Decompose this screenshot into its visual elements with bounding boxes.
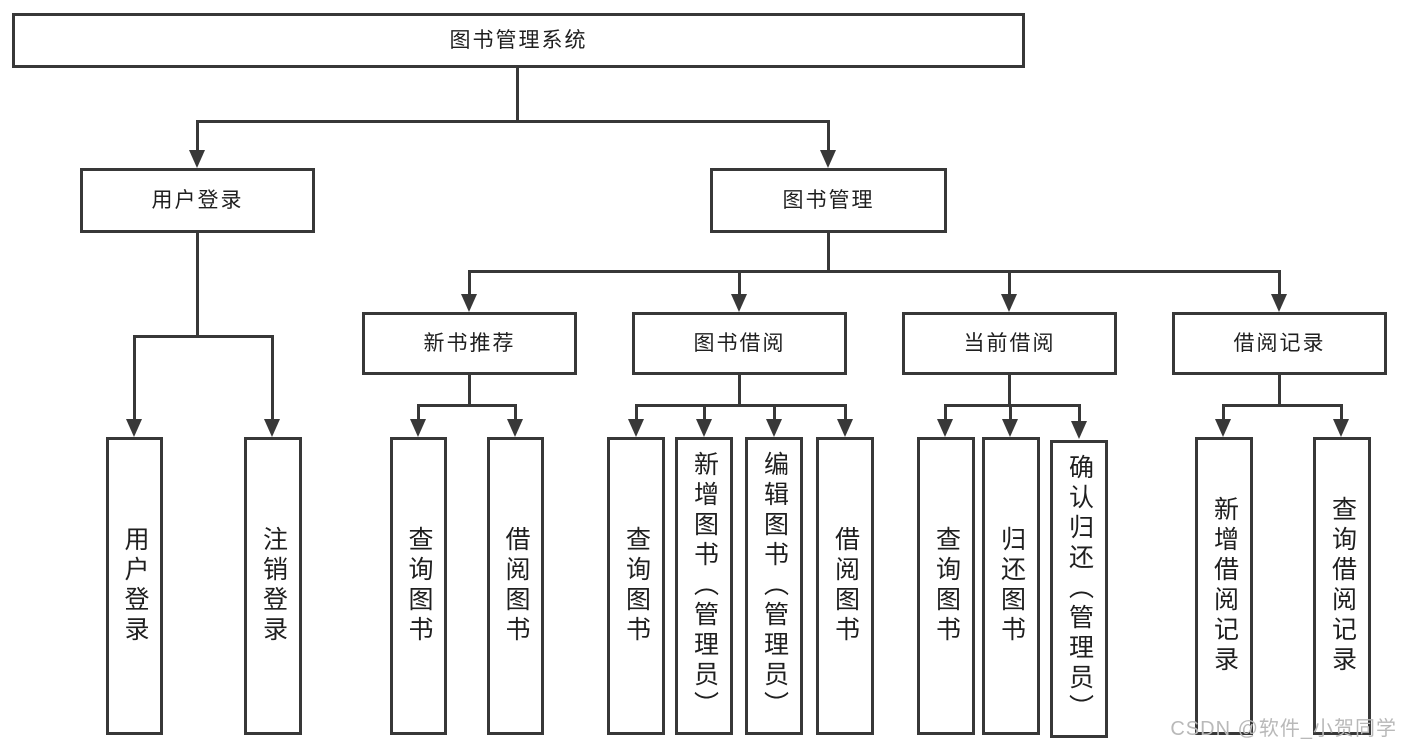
arrow-down-icon	[696, 419, 712, 437]
connector-line	[1278, 270, 1281, 296]
connector-line	[738, 375, 741, 407]
arrow-down-icon	[766, 419, 782, 437]
arrow-down-icon	[1001, 294, 1017, 312]
node-user-login: 用户登录	[80, 168, 315, 233]
arrow-down-icon	[126, 419, 142, 437]
arrow-down-icon	[461, 294, 477, 312]
connector-line	[1340, 404, 1343, 421]
arrow-down-icon	[628, 419, 644, 437]
connector-line	[468, 375, 471, 407]
node-borrowing-records: 借阅记录	[1172, 312, 1387, 375]
connector-line	[944, 404, 947, 421]
leaf-edit-book-admin: 编辑图书（管理员）	[745, 437, 803, 735]
arrow-down-icon	[1271, 294, 1287, 312]
node-library-management-system: 图书管理系统	[12, 13, 1025, 68]
leaf-add-book-admin: 新增图书（管理员）	[675, 437, 733, 735]
connector-line	[827, 233, 830, 273]
arrow-down-icon	[507, 419, 523, 437]
connector-line	[1009, 404, 1012, 421]
connector-line	[635, 404, 638, 421]
arrow-down-icon	[1333, 419, 1349, 437]
node-current-borrowing: 当前借阅	[902, 312, 1117, 375]
connector-line	[468, 270, 1281, 273]
leaf-query-books-recommendation: 查询图书	[390, 437, 447, 735]
connector-line	[738, 270, 741, 296]
node-new-book-recommendation: 新书推荐	[362, 312, 577, 375]
connector-line	[196, 120, 199, 152]
arrow-down-icon	[1071, 421, 1087, 439]
node-book-borrowing: 图书借阅	[632, 312, 847, 375]
arrow-down-icon	[264, 419, 280, 437]
connector-line	[1278, 375, 1281, 407]
arrow-down-icon	[189, 150, 205, 168]
connector-line	[133, 335, 136, 421]
arrow-down-icon	[820, 150, 836, 168]
connector-line	[844, 404, 847, 421]
connector-line	[1078, 404, 1081, 421]
connector-line	[1008, 375, 1011, 407]
connector-line	[417, 404, 517, 407]
connector-line	[703, 404, 706, 421]
leaf-query-books-borrowing: 查询图书	[607, 437, 665, 735]
connector-line	[516, 68, 519, 122]
connector-line	[271, 335, 274, 421]
leaf-borrow-books-recommendation: 借阅图书	[487, 437, 544, 735]
leaf-user-login: 用户登录	[106, 437, 163, 735]
connector-line	[196, 120, 830, 123]
leaf-add-borrow-record: 新增借阅记录	[1195, 437, 1253, 735]
connector-line	[468, 270, 471, 296]
node-book-management: 图书管理	[710, 168, 947, 233]
connector-line	[196, 233, 199, 338]
watermark: CSDN @软件_小贺同学	[1170, 718, 1397, 740]
arrow-down-icon	[731, 294, 747, 312]
connector-line	[1008, 270, 1011, 296]
leaf-query-borrow-record: 查询借阅记录	[1313, 437, 1371, 735]
leaf-query-books-current: 查询图书	[917, 437, 975, 735]
connector-line	[514, 404, 517, 421]
connector-line	[417, 404, 420, 421]
connector-line	[773, 404, 776, 421]
connector-line	[827, 120, 830, 152]
leaf-logout: 注销登录	[244, 437, 302, 735]
connector-line	[1222, 404, 1225, 421]
arrow-down-icon	[410, 419, 426, 437]
arrow-down-icon	[837, 419, 853, 437]
connector-line	[1222, 404, 1343, 407]
arrow-down-icon	[937, 419, 953, 437]
arrow-down-icon	[1002, 419, 1018, 437]
connector-line	[635, 404, 847, 407]
leaf-return-book: 归还图书	[982, 437, 1040, 735]
leaf-borrow-books-borrowing: 借阅图书	[816, 437, 874, 735]
arrow-down-icon	[1215, 419, 1231, 437]
connector-line	[133, 335, 274, 338]
connector-line	[944, 404, 1081, 407]
leaf-confirm-return-admin: 确认归还（管理员）	[1050, 440, 1108, 738]
